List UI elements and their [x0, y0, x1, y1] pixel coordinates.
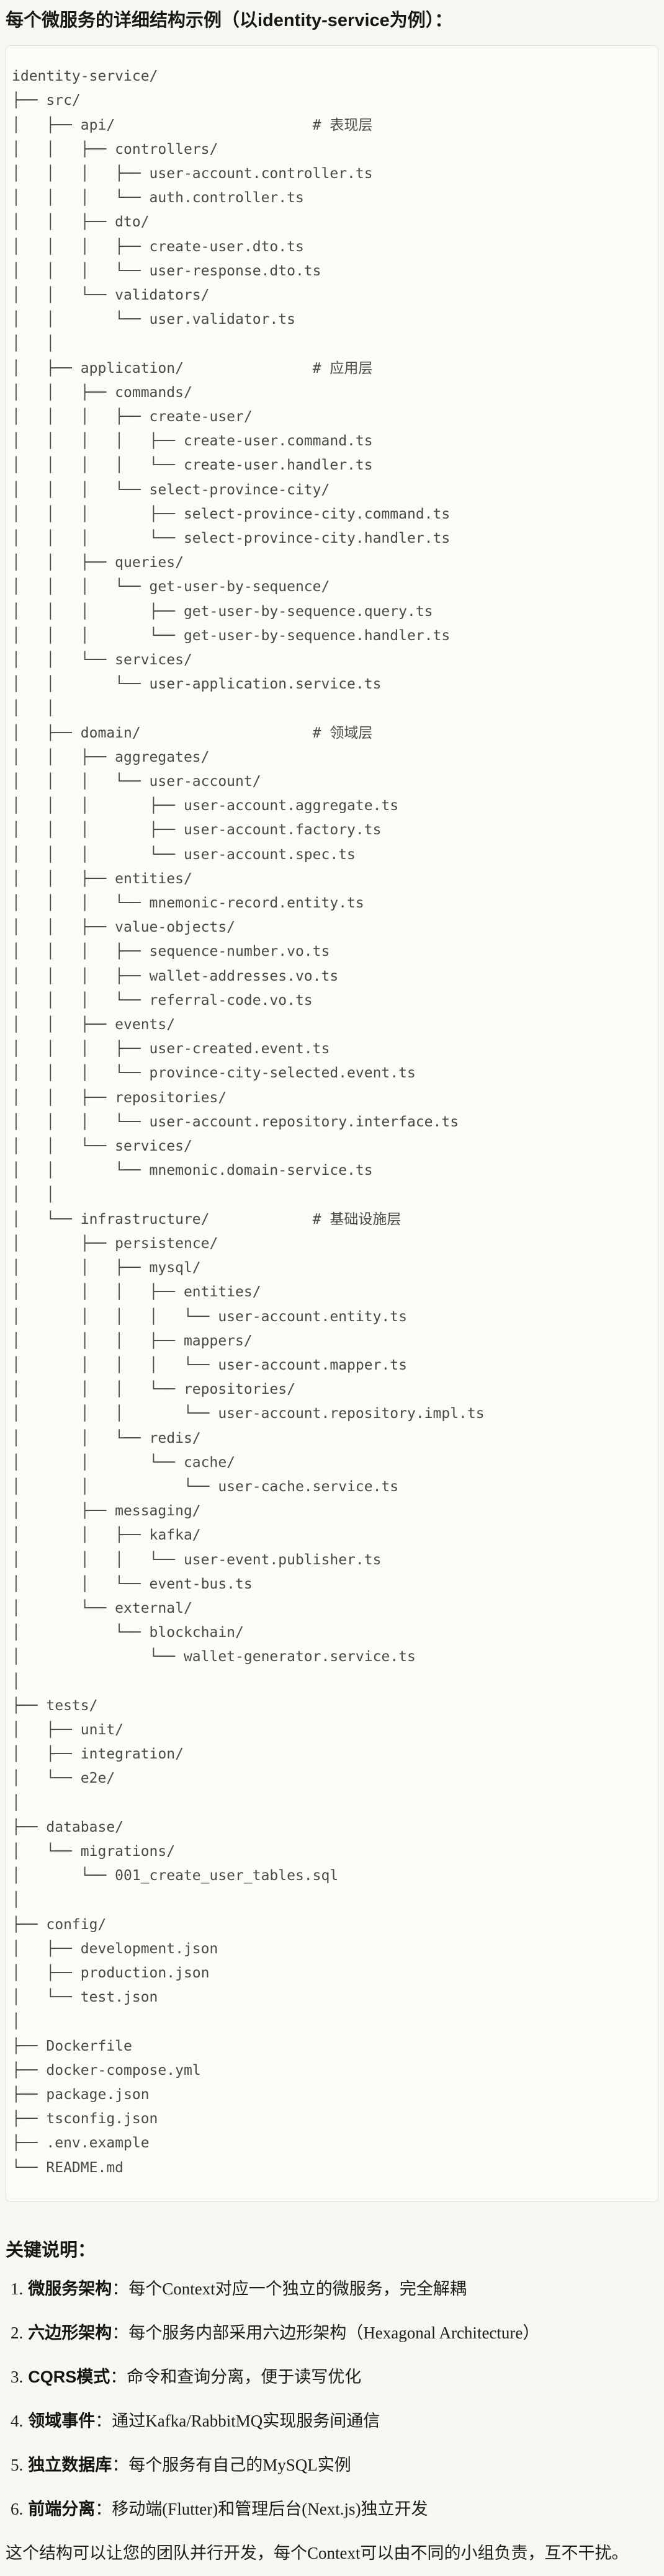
page-title: 每个微服务的详细结构示例（以identity-service为例）： [6, 11, 453, 30]
notes-list: 1.微服务架构：每个Context对应一个独立的微服务，完全解耦 2.六边形架构… [6, 2278, 658, 2520]
note-item: 4.领域事件：通过Kafka/RabbitMQ实现服务间通信 [11, 2410, 658, 2432]
note-term: CQRS模式 [28, 2367, 110, 2386]
note-item: 1.微服务架构：每个Context对应一个独立的微服务，完全解耦 [11, 2278, 658, 2300]
note-desc: ：每个服务有自己的MySQL实例 [112, 2455, 351, 2474]
file-tree: identity-service/ ├── src/ │ ├── api/ # … [12, 68, 485, 2176]
notes-heading: 关键说明： [6, 2240, 96, 2260]
closing-paragraph: 这个结构可以让您的团队并行开发，每个Context可以由不同的小组负责，互不干扰… [6, 2543, 629, 2562]
note-item: 5.独立数据库：每个服务有自己的MySQL实例 [11, 2454, 658, 2476]
note-term: 微服务架构 [28, 2279, 112, 2298]
note-number: 6. [11, 2499, 24, 2518]
note-desc: ：通过Kafka/RabbitMQ实现服务间通信 [95, 2411, 380, 2430]
note-term: 前端分离 [28, 2499, 96, 2518]
note-term: 领域事件 [28, 2411, 96, 2430]
note-number: 5. [11, 2455, 24, 2474]
note-number: 3. [11, 2367, 24, 2386]
note-term: 独立数据库 [28, 2455, 112, 2474]
note-number: 2. [11, 2323, 24, 2342]
note-desc: ：每个Context对应一个独立的微服务，完全解耦 [112, 2279, 467, 2298]
note-desc: ：每个服务内部采用六边形架构（Hexagonal Architecture） [112, 2323, 540, 2342]
note-desc: ：命令和查询分离，便于读写优化 [110, 2367, 362, 2386]
note-item: 6.前端分离：移动端(Flutter)和管理后台(Next.js)独立开发 [11, 2498, 658, 2520]
note-desc: ：移动端(Flutter)和管理后台(Next.js)独立开发 [95, 2499, 428, 2518]
note-term: 六边形架构 [28, 2323, 112, 2342]
file-tree-code-block: identity-service/ ├── src/ │ ├── api/ # … [6, 45, 658, 2202]
note-number: 1. [11, 2279, 24, 2298]
note-item: 3.CQRS模式：命令和查询分离，便于读写优化 [11, 2366, 658, 2388]
note-number: 4. [11, 2411, 24, 2430]
note-item: 2.六边形架构：每个服务内部采用六边形架构（Hexagonal Architec… [11, 2322, 658, 2344]
